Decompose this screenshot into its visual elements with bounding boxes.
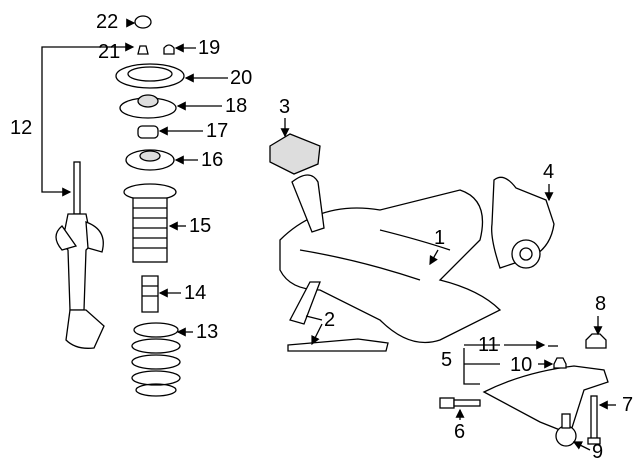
callout-6: 6 [454, 421, 466, 443]
bump-stop-14 [141, 275, 159, 313]
bolt-6 [439, 397, 481, 409]
bushing-19 [163, 44, 175, 55]
mount-plate-20 [115, 63, 185, 89]
ball-joint-9 [555, 413, 577, 447]
callout-9: 9 [592, 441, 604, 463]
callout-21: 21 [98, 41, 121, 63]
callout-22: 22 [96, 11, 119, 33]
callout-15: 15 [189, 215, 212, 237]
callout-17: 17 [206, 120, 229, 142]
mount-18 [119, 94, 177, 119]
callout-3: 3 [279, 96, 291, 118]
callout-10: 10 [510, 354, 533, 376]
bracket-3 [269, 133, 321, 175]
callout-19: 19 [198, 37, 221, 59]
knuckle-4 [491, 176, 555, 269]
callout-20: 20 [230, 67, 253, 89]
callout-7: 7 [622, 394, 634, 416]
boot-15 [123, 183, 177, 263]
cap-22 [134, 15, 152, 29]
nut-21 [137, 45, 149, 55]
callout-16: 16 [201, 149, 224, 171]
callout-13: 13 [196, 321, 219, 343]
crossmember-1 [279, 174, 502, 344]
callout-14: 14 [184, 282, 207, 304]
nut-8 [585, 333, 607, 349]
strut-assembly-12 [55, 161, 105, 349]
coil-spring-13 [131, 322, 181, 397]
callout-5: 5 [441, 349, 453, 371]
callout-18: 18 [225, 95, 248, 117]
spring-seat-16 [125, 149, 175, 171]
callout-2: 2 [324, 309, 336, 331]
nut-10 [553, 357, 567, 369]
bolt-7 [587, 395, 601, 445]
callout-1: 1 [434, 227, 446, 249]
callout-8: 8 [595, 293, 607, 315]
callout-4: 4 [543, 161, 555, 183]
callout-12: 12 [10, 117, 33, 139]
callout-11: 11 [478, 334, 499, 356]
control-arm-5 [482, 365, 609, 435]
bearing-17 [137, 125, 159, 139]
